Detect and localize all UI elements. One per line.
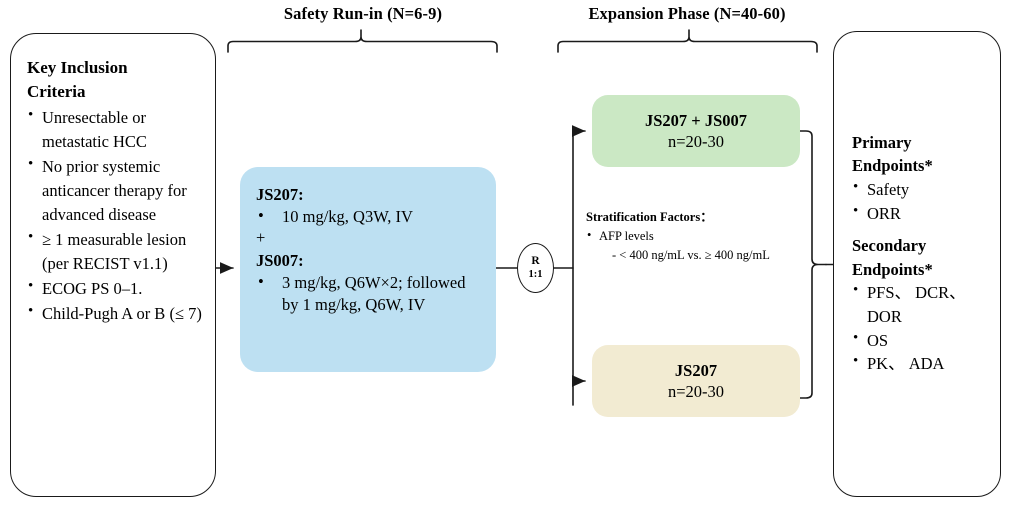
criteria-title-line1: Key Inclusion [27,58,128,77]
secondary-endpoints-title-line2: Endpoints* [852,259,933,279]
stratification-factors-block: Stratification Factors： AFP levels - < 4… [586,208,826,266]
brace-expansion-phase [557,29,818,53]
criteria-item: Unresectable or metastatic HCC [27,105,203,154]
stratification-factor: AFP levels [586,226,826,246]
phase-header-safety-run-in: Safety Run-in (N=6-9) [283,4,443,23]
arm-box-combination: JS207 + JS007 n=20-30 [592,95,800,167]
arm-sample-size: n=20-30 [667,382,725,401]
arm-name: JS207 [674,360,718,380]
criteria-item: ECOG PS 0–1. [27,276,203,301]
primary-endpoints-title-line2: Endpoints* [852,156,933,176]
primary-endpoint-item: Safety [852,177,992,202]
primary-endpoint-item: ORR [852,201,992,226]
regimen-drug1-label: JS207: [256,185,304,204]
secondary-endpoint-item: OS [852,328,992,353]
key-inclusion-criteria-panel: Key Inclusion Criteria Unresectable or m… [10,33,216,497]
randomization-label: R [531,255,540,268]
brace-safety-run-in [227,29,498,53]
regimen-drug1-dose-list: 10 mg/kg, Q3W, IV [256,205,486,228]
randomization-node: R 1:1 [517,243,554,293]
secondary-endpoint-item: PFS、 DCR、 DOR [852,280,992,329]
arm-box-monotherapy: JS207 n=20-30 [592,345,800,417]
primary-endpoints-list: Safety ORR [852,177,992,226]
primary-endpoints-title-line1: Primary [852,133,912,152]
regimen-plus-sign: + [256,228,266,248]
criteria-item: ≥ 1 measurable lesion (per RECIST v1.1) [27,227,203,276]
regimen-drug1-dose: 10 mg/kg, Q3W, IV [256,205,486,228]
regimen-drug2-dose: 3 mg/kg, Q6W×2; followed by 1 mg/kg, Q6W… [256,271,486,317]
arm-sample-size: n=20-30 [667,132,725,151]
regimen-drug2-label: JS007: [256,250,304,270]
secondary-endpoint-item: PK、 ADA [852,351,992,376]
safety-runin-regimen-box: JS207: 10 mg/kg, Q3W, IV + JS007: 3 mg/k… [240,167,496,372]
phase-header-expansion: Expansion Phase (N=40-60) [588,4,786,23]
secondary-endpoints-title-line1: Secondary [852,236,927,256]
secondary-endpoints-list: PFS、 DCR、 DOR OS PK、 ADA [852,280,992,376]
criteria-item: Child-Pugh A or B (≤ 7) [27,301,203,326]
criteria-list: Unresectable or metastatic HCC No prior … [27,105,203,326]
criteria-item: No prior systemic anticancer therapy for… [27,154,203,227]
stratification-heading: Stratification Factors： [586,210,713,224]
regimen-drug2-dose-list: 3 mg/kg, Q6W×2; followed by 1 mg/kg, Q6W… [256,271,486,317]
stratification-detail: - < 400 ng/mL vs. ≥ 400 ng/mL [612,248,770,263]
stratification-list: AFP levels [586,226,826,246]
endpoints-panel: Primary Endpoints* Safety ORR Secondary … [833,31,1001,497]
randomization-ratio: 1:1 [528,268,543,280]
criteria-title-line2: Criteria [27,82,86,102]
arm-name: JS207 + JS007 [644,110,747,130]
